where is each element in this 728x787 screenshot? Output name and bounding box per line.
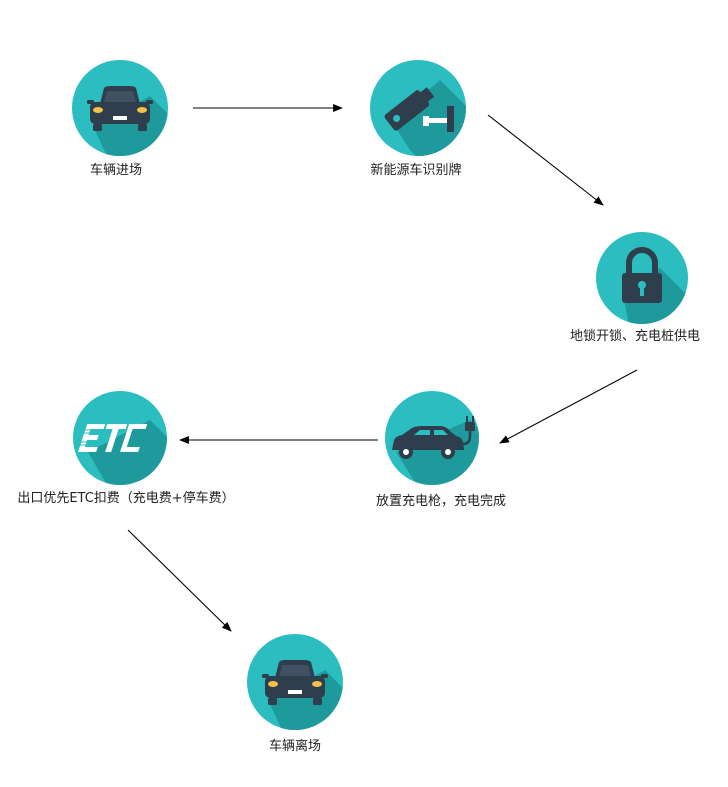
step-unlock-and-power: 地锁开锁、充电桩供电 (570, 232, 700, 344)
step-label: 地锁开锁、充电桩供电 (570, 328, 700, 344)
step-label: 车辆进场 (90, 162, 142, 178)
arrow-step5-to-step6 (127, 529, 232, 632)
arrow-step3-to-step4 (499, 369, 638, 444)
ev-car-plug-icon (385, 391, 479, 485)
step-label: 放置充电枪，充电完成 (376, 493, 506, 509)
step-plate-recognition: 新能源车识别牌 (370, 60, 466, 178)
step-etc-payment: 出口优先ETC扣费（充电费+停车费） (17, 391, 235, 506)
step-label: 出口优先ETC扣费（充电费+停车费） (17, 490, 234, 506)
step-label: 车辆离场 (269, 738, 321, 754)
security-camera-icon (370, 60, 466, 156)
car-front-icon (72, 60, 168, 156)
padlock-icon (596, 232, 688, 324)
etc-logo-icon (73, 391, 167, 485)
step-vehicle-exit: 车辆离场 (247, 634, 343, 754)
step-label: 新能源车识别牌 (370, 162, 461, 178)
step-plug-and-charge: 放置充电枪，充电完成 (376, 391, 506, 509)
arrow-step2-to-step3 (487, 114, 604, 206)
step-vehicle-entry: 车辆进场 (72, 60, 168, 178)
